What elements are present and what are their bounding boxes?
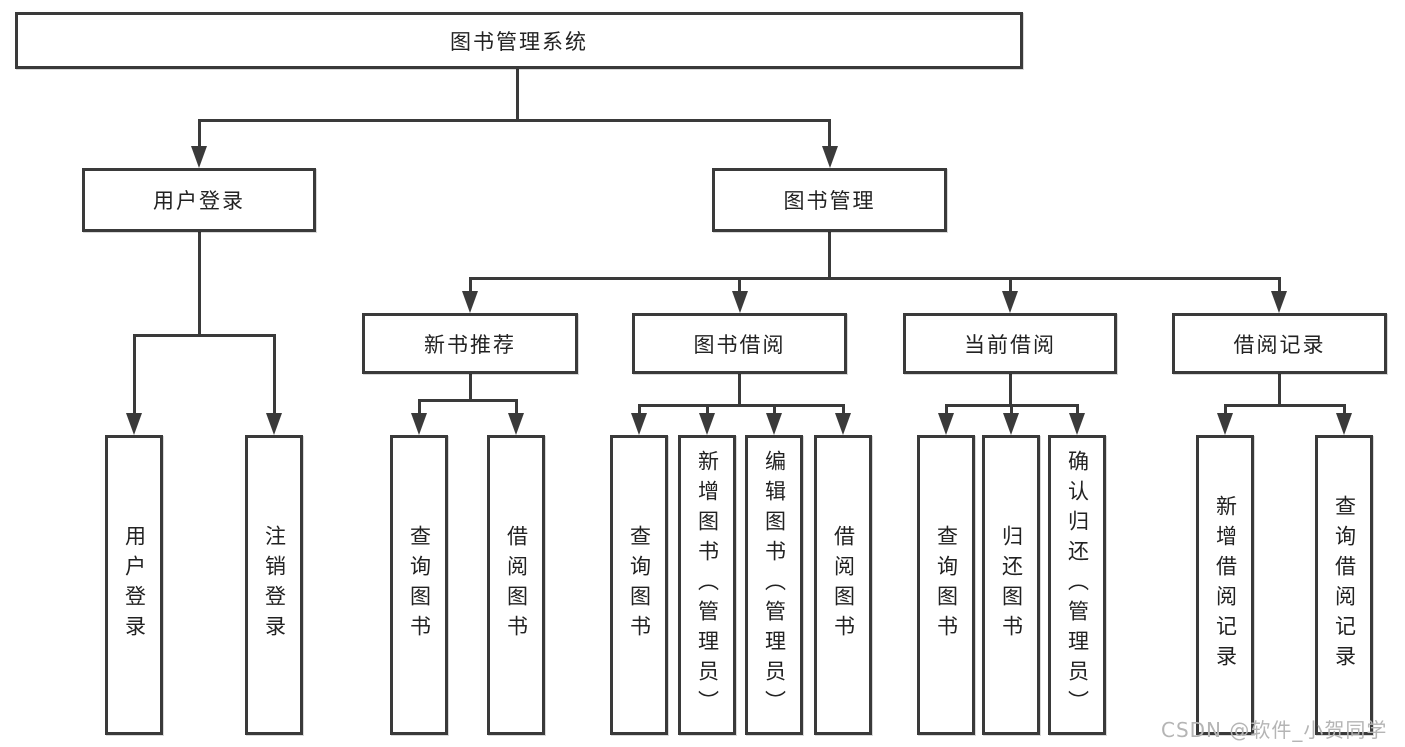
arrow-stem bbox=[1009, 405, 1013, 415]
arrow-stem bbox=[514, 400, 518, 415]
connector-hline bbox=[1223, 403, 1346, 407]
connector-vline bbox=[197, 232, 201, 337]
arrow-stem bbox=[1277, 278, 1281, 293]
arrowhead-down-icon bbox=[411, 413, 427, 435]
leaf-borrow-query-books: 查询图书 bbox=[610, 435, 668, 735]
connector-vline bbox=[1277, 374, 1281, 407]
node-library-management-system: 图书管理系统 bbox=[15, 12, 1023, 69]
arrowhead-down-icon bbox=[731, 291, 748, 313]
connector-hline bbox=[197, 118, 831, 122]
leaf-borrow-edit-books-admin: 编辑图书（管理员） bbox=[745, 435, 803, 735]
arrow-stem bbox=[1075, 405, 1079, 415]
leaf-user-login: 用户登录 bbox=[105, 435, 163, 735]
leaf-records-add-record: 新增借阅记录 bbox=[1196, 435, 1254, 735]
arrow-stem bbox=[738, 278, 741, 293]
arrow-stem bbox=[705, 405, 709, 415]
arrowhead-down-icon bbox=[1271, 291, 1287, 313]
arrowhead-down-icon bbox=[835, 413, 851, 435]
arrowhead-down-icon bbox=[821, 146, 838, 168]
connector-vline bbox=[468, 374, 472, 402]
arrowhead-down-icon bbox=[191, 146, 207, 168]
arrow-stem bbox=[417, 400, 421, 415]
arrowhead-down-icon bbox=[508, 413, 524, 435]
arrowhead-down-icon bbox=[126, 413, 142, 435]
connector-hline bbox=[637, 403, 845, 407]
arrowhead-down-icon bbox=[1069, 413, 1085, 435]
node-book-borrow: 图书借阅 bbox=[632, 313, 847, 374]
arrow-stem bbox=[841, 405, 845, 415]
node-new-book-recommend: 新书推荐 bbox=[362, 313, 578, 374]
leaf-newrec-query-books: 查询图书 bbox=[390, 435, 448, 735]
connector-hline bbox=[132, 333, 276, 337]
arrowhead-down-icon bbox=[462, 291, 478, 313]
connector-vline bbox=[1008, 374, 1012, 407]
csdn-watermark: CSDN @软件_小贺同学 bbox=[1161, 718, 1388, 742]
arrowhead-down-icon bbox=[1002, 291, 1018, 313]
node-borrow-records: 借阅记录 bbox=[1172, 313, 1387, 374]
connector-hline bbox=[468, 276, 1281, 280]
arrow-stem bbox=[944, 405, 948, 415]
arrow-stem bbox=[772, 405, 776, 415]
leaf-newrec-borrow-books: 借阅图书 bbox=[487, 435, 545, 735]
arrowhead-down-icon bbox=[631, 413, 647, 435]
arrow-stem bbox=[132, 335, 136, 415]
arrowhead-down-icon bbox=[266, 413, 282, 435]
arrow-stem bbox=[272, 335, 276, 415]
node-user-login: 用户登录 bbox=[82, 168, 316, 232]
arrow-stem bbox=[1223, 405, 1227, 415]
arrow-stem bbox=[828, 120, 831, 148]
arrowhead-down-icon bbox=[1217, 413, 1233, 435]
arrow-stem bbox=[468, 278, 472, 293]
connector-vline bbox=[828, 232, 831, 280]
node-current-borrow: 当前借阅 bbox=[903, 313, 1117, 374]
connector-vline bbox=[738, 374, 741, 407]
leaf-current-query-books: 查询图书 bbox=[917, 435, 975, 735]
arrowhead-down-icon bbox=[938, 413, 954, 435]
arrow-stem bbox=[197, 120, 201, 148]
leaf-borrow-borrow-books: 借阅图书 bbox=[814, 435, 872, 735]
leaf-current-return-books: 归还图书 bbox=[982, 435, 1040, 735]
connector-vline bbox=[516, 68, 519, 122]
leaf-logout: 注销登录 bbox=[245, 435, 303, 735]
leaf-borrow-add-books-admin: 新增图书（管理员） bbox=[678, 435, 736, 735]
arrowhead-down-icon bbox=[1003, 413, 1019, 435]
arrowhead-down-icon bbox=[699, 413, 715, 435]
arrow-stem bbox=[637, 405, 641, 415]
connector-hline bbox=[417, 398, 518, 402]
arrowhead-down-icon bbox=[1336, 413, 1352, 435]
node-book-management: 图书管理 bbox=[712, 168, 947, 232]
leaf-records-query-record: 查询借阅记录 bbox=[1315, 435, 1373, 735]
arrowhead-down-icon bbox=[766, 413, 782, 435]
arrow-stem bbox=[1008, 278, 1012, 293]
leaf-current-confirm-return-admin: 确认归还（管理员） bbox=[1048, 435, 1106, 735]
arrow-stem bbox=[1342, 405, 1346, 415]
